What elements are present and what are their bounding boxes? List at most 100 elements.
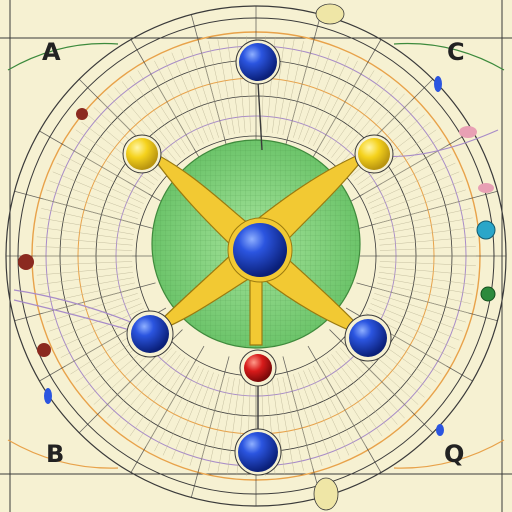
hatch-line bbox=[56, 308, 144, 350]
hatch-line bbox=[375, 287, 469, 314]
small-dot bbox=[480, 286, 496, 302]
hatch-line bbox=[227, 37, 241, 134]
hatch-line bbox=[137, 360, 190, 442]
corner-label-q: Q bbox=[444, 440, 465, 468]
small-dot bbox=[315, 3, 345, 25]
hatch-line bbox=[36, 236, 133, 246]
small-dot bbox=[459, 126, 477, 138]
small-dot bbox=[76, 108, 88, 120]
hatch-line bbox=[121, 81, 181, 158]
hatch-line bbox=[322, 70, 375, 152]
hatch-line bbox=[65, 145, 149, 195]
hatch-line bbox=[36, 246, 133, 251]
yellow-sphere-node-left bbox=[122, 134, 162, 174]
hatch-line bbox=[198, 375, 225, 469]
hatch-line bbox=[365, 154, 452, 199]
hatch-line bbox=[75, 129, 155, 186]
hatch-line bbox=[317, 363, 367, 447]
hatch-line bbox=[335, 87, 398, 162]
hatch-line bbox=[114, 350, 177, 425]
hatch-line bbox=[308, 56, 350, 144]
hatch-line bbox=[379, 236, 476, 246]
hatch-line bbox=[379, 266, 476, 276]
hatch-line bbox=[49, 180, 140, 214]
hatch-line bbox=[36, 266, 133, 276]
small-dot bbox=[436, 424, 444, 436]
hatch-line bbox=[189, 374, 219, 466]
hatch-line bbox=[145, 65, 195, 149]
hatch-line bbox=[129, 75, 186, 155]
hatch-line bbox=[293, 46, 323, 138]
hatch-line bbox=[49, 298, 140, 332]
hatch-line bbox=[287, 375, 314, 469]
blue-sphere-node-center bbox=[227, 217, 293, 283]
small-dot bbox=[44, 388, 52, 404]
central-disc-outline bbox=[151, 139, 361, 349]
hatch-line bbox=[171, 370, 209, 460]
hatch-line bbox=[52, 303, 142, 341]
hatch-line bbox=[322, 360, 375, 442]
corner-label-a: A bbox=[42, 38, 61, 66]
blue-sphere-node-bottom bbox=[234, 428, 282, 476]
hatch-line bbox=[298, 372, 332, 463]
hatch-line bbox=[189, 46, 219, 138]
hatch-line bbox=[41, 208, 135, 230]
hatch-line bbox=[162, 56, 204, 144]
hatch-line bbox=[317, 65, 367, 149]
small-dot bbox=[434, 76, 442, 92]
hatch-line bbox=[326, 75, 383, 155]
hatch-line bbox=[171, 52, 209, 142]
hatch-line bbox=[43, 287, 137, 314]
hatch-line bbox=[39, 277, 134, 295]
hatch-line bbox=[303, 52, 341, 142]
corner-label-c: C bbox=[447, 38, 465, 66]
hatch-line bbox=[180, 372, 214, 463]
hatch-line bbox=[208, 41, 230, 135]
blue-sphere-node-top bbox=[235, 39, 281, 85]
hatch-line bbox=[227, 378, 241, 475]
hatch-line bbox=[271, 37, 285, 134]
hatch-line bbox=[208, 377, 230, 471]
hatch-line bbox=[326, 357, 383, 437]
hatch-line bbox=[52, 171, 142, 209]
hatch-line bbox=[303, 370, 341, 460]
hatch-line bbox=[36, 261, 133, 266]
hatch-line bbox=[114, 87, 177, 162]
hatch-line bbox=[46, 189, 138, 219]
hatch-line bbox=[308, 368, 350, 456]
hatch-line bbox=[313, 60, 358, 147]
hatch-line bbox=[368, 162, 456, 204]
yellow-sphere-node-right bbox=[354, 134, 394, 174]
hatch-line bbox=[363, 145, 447, 195]
hatch-line bbox=[154, 365, 199, 452]
hatch-line bbox=[162, 368, 204, 456]
hatch-line bbox=[56, 162, 144, 204]
hatch-line bbox=[374, 189, 466, 219]
hatch-line bbox=[271, 378, 285, 475]
blue-sphere-node-left bbox=[126, 310, 174, 358]
hatch-line bbox=[121, 354, 181, 431]
small-dot bbox=[18, 254, 34, 270]
hatch-line bbox=[378, 271, 475, 285]
hatch-line bbox=[331, 354, 391, 431]
hatch-line bbox=[287, 43, 314, 137]
hatch-line bbox=[137, 70, 190, 152]
hatch-line bbox=[107, 347, 173, 419]
hatch-line bbox=[360, 137, 442, 190]
hatch-line bbox=[378, 217, 473, 235]
hatch-line bbox=[368, 308, 456, 350]
network-nodes bbox=[122, 39, 394, 476]
hatch-line bbox=[377, 208, 471, 230]
hatch-line bbox=[41, 282, 135, 304]
small-dot bbox=[313, 477, 339, 511]
hatch-line bbox=[374, 293, 466, 323]
hatch-line bbox=[378, 227, 475, 241]
hatch-line bbox=[339, 93, 405, 165]
hatch-line bbox=[129, 357, 186, 437]
hatch-line bbox=[277, 378, 295, 473]
hatch-line bbox=[339, 347, 405, 419]
hatch-line bbox=[60, 154, 147, 199]
hatch-line bbox=[378, 277, 473, 295]
